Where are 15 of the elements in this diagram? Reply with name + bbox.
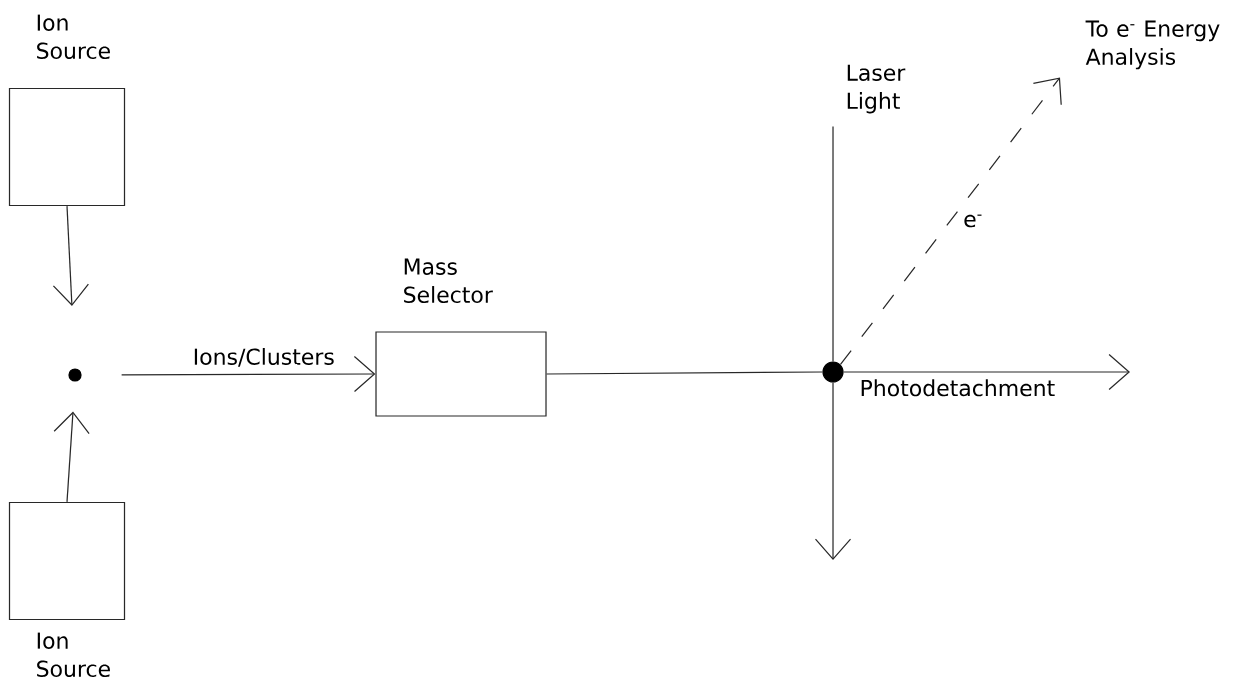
arrow — [53, 411, 90, 503]
edge-label: e$^{-}$ — [961, 212, 985, 230]
box-label: Ion Source — [37, 14, 110, 60]
text-label: Laser Light — [847, 64, 906, 114]
arrow — [843, 353, 1130, 391]
edge-label: Photodetachment — [857, 377, 1057, 399]
box-label: Ion Source — [37, 632, 110, 678]
arrow — [121, 355, 376, 393]
arrow — [52, 205, 89, 306]
arrow — [839, 77, 1062, 366]
dot — [822, 361, 844, 383]
box-label: Mass Selector — [404, 258, 493, 304]
arrow — [814, 382, 852, 560]
edge-label: Ions/Clusters — [190, 346, 337, 369]
text-label: To e$^{-}$ Energy Analysis — [1085, 20, 1220, 70]
